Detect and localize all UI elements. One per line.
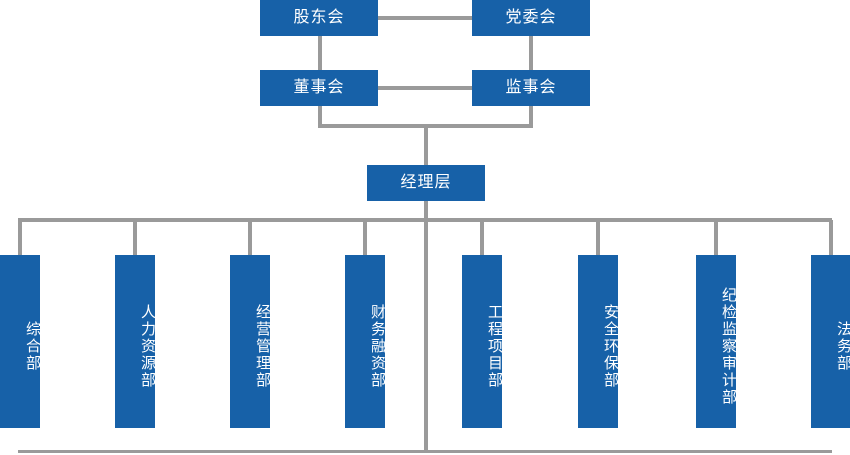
- node-engineering-project[interactable]: 工程项目部: [462, 255, 503, 428]
- node-human-resources[interactable]: 人力资源部: [115, 255, 156, 428]
- connector-board-down: [318, 104, 322, 128]
- connector-drop-operations-management: [248, 220, 252, 256]
- node-operations-management[interactable]: 经营管理部: [230, 255, 271, 428]
- connector-drop-legal-affairs: [829, 220, 833, 256]
- connector-bottom-rail: [18, 450, 832, 453]
- connector-management-stem: [424, 124, 428, 165]
- node-finance-financing[interactable]: 财务融资部: [345, 255, 386, 428]
- connector-management-to-bus: [424, 201, 428, 452]
- node-board-of-directors[interactable]: 董事会: [260, 70, 378, 106]
- connector-drop-discipline-audit: [714, 220, 718, 256]
- node-discipline-audit[interactable]: 纪检监察审计部: [696, 255, 737, 428]
- node-board-of-supervisors[interactable]: 监事会: [472, 70, 590, 106]
- connector-supervisors-down: [529, 104, 533, 128]
- connector-department-bus: [18, 218, 832, 222]
- connector-board-supervisors: [378, 86, 472, 90]
- connector-party-supervisors: [529, 34, 533, 72]
- connector-drop-engineering-project: [480, 220, 484, 256]
- connector-drop-finance-financing: [363, 220, 367, 256]
- connector-drop-human-resources: [133, 220, 137, 256]
- node-legal-affairs[interactable]: 法务部: [811, 255, 850, 428]
- node-safety-environment[interactable]: 安全环保部: [578, 255, 619, 428]
- connector-drop-general-affairs: [18, 220, 22, 256]
- node-party-committee[interactable]: 党委会: [472, 0, 590, 36]
- connector-shareholders-board: [318, 34, 322, 72]
- connector-shareholders-party: [378, 16, 472, 20]
- connector-drop-safety-environment: [596, 220, 600, 256]
- node-management[interactable]: 经理层: [367, 165, 485, 201]
- node-general-affairs[interactable]: 综合部: [0, 255, 41, 428]
- node-shareholders[interactable]: 股东会: [260, 0, 378, 36]
